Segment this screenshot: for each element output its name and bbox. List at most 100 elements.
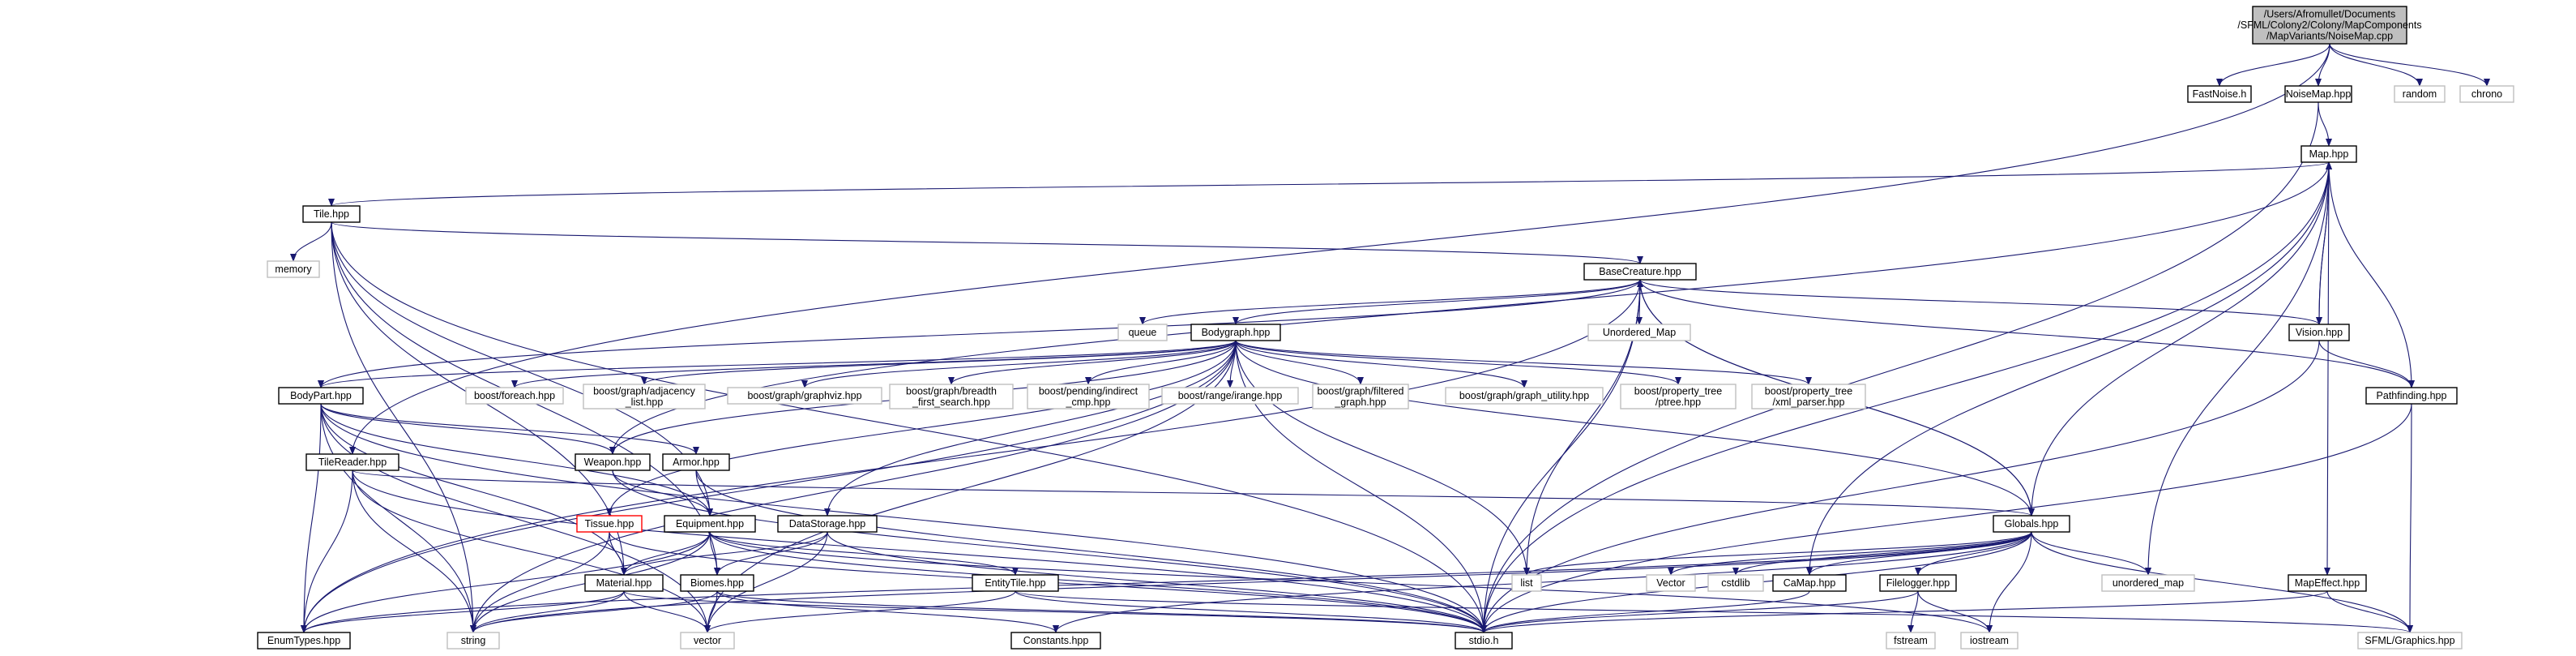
node-boost-graph-utility[interactable]: boost/graph/graph_utility.hpp — [1445, 387, 1604, 405]
node-boost-filtered[interactable]: boost/graph/filtered_graph.hpp — [1312, 384, 1409, 409]
node-fastnoise[interactable]: FastNoise.h — [2187, 85, 2252, 103]
edge-armor-to-equipment — [695, 469, 713, 517]
node-label: boost/property_tree — [1765, 385, 1852, 397]
node-enumtypes[interactable]: EnumTypes.hpp — [257, 632, 351, 650]
node-label: Biomes.hpp — [690, 577, 744, 589]
edge-tile_hpp-to-equipment — [331, 221, 713, 517]
node-tile-hpp[interactable]: Tile.hpp — [302, 205, 361, 223]
node-bodygraph[interactable]: Bodygraph.hpp — [1190, 324, 1281, 341]
node-boost-indirect[interactable]: boost/pending/indirect_cmp.hpp — [1027, 384, 1150, 409]
node-label: _list.hpp — [625, 397, 664, 408]
node-boost-foreach[interactable]: boost/foreach.hpp — [465, 387, 564, 405]
node-vector-cap[interactable]: Vector — [1646, 574, 1696, 592]
edge-datastorage-to-material — [621, 531, 828, 576]
node-cstdlib[interactable]: cstdlib — [1707, 574, 1764, 592]
node-queue[interactable]: queue — [1117, 324, 1168, 341]
node-box — [576, 515, 643, 533]
node-filelogger[interactable]: Filelogger.hpp — [1879, 574, 1957, 592]
node-list[interactable]: list — [1511, 574, 1542, 592]
node-boost-graphviz[interactable]: boost/graph/graphviz.hpp — [727, 387, 882, 405]
node-map-hpp[interactable]: Map.hpp — [2300, 145, 2357, 163]
node-memory[interactable]: memory — [267, 260, 320, 278]
node-chrono[interactable]: chrono — [2459, 85, 2514, 103]
node-boost-bfs[interactable]: boost/graph/breadth_first_search.hpp — [889, 384, 1014, 409]
node-label: BaseCreature.hpp — [1599, 266, 1681, 277]
node-unordered-map[interactable]: unordered_map — [2101, 574, 2195, 592]
edge-globals-to-unordered_map — [2031, 531, 2151, 576]
edge-basecreature-to-queue — [1139, 279, 1641, 325]
node-mapeffect[interactable]: MapEffect.hpp — [2288, 574, 2367, 592]
node-unordered-map-cap[interactable]: Unordered_Map — [1587, 324, 1691, 341]
node-random[interactable]: random — [2394, 85, 2446, 103]
node-noisemap-cpp[interactable]: /Users/Afromullet/Documents/SFML/Colony2… — [2237, 6, 2422, 45]
dependency-edges — [290, 43, 2490, 633]
node-bodypart[interactable]: BodyPart.hpp — [278, 387, 364, 405]
edge-globals-to-sfml_graphics — [2031, 531, 2413, 633]
edge-camap-to-map_hpp — [1809, 161, 2332, 576]
edge-noisemap_cpp-to-fastnoise — [2216, 43, 2330, 87]
edge-bodygraph-to-boost_indirect — [1085, 340, 1237, 385]
edge-tile_hpp-to-basecreature — [331, 221, 1643, 264]
node-label: boost/pending/indirect — [1039, 385, 1138, 397]
node-box — [2394, 85, 2446, 103]
edge-globals-to-iostream — [1986, 531, 2032, 633]
node-string[interactable]: string — [446, 632, 500, 650]
node-box — [2284, 85, 2352, 103]
edge-map_hpp-to-mapeffect — [2324, 161, 2331, 576]
node-tilereader[interactable]: TileReader.hpp — [305, 453, 399, 471]
node-vision[interactable]: Vision.hpp — [2288, 324, 2350, 341]
edge-vision-to-pathfinding — [2318, 340, 2415, 388]
node-biomes[interactable]: Biomes.hpp — [680, 574, 754, 592]
edge-material-to-enumtypes — [301, 590, 625, 633]
node-basecreature[interactable]: BaseCreature.hpp — [1583, 263, 1697, 281]
edge-bodygraph-to-boost_adjacency — [641, 340, 1237, 385]
node-label: boost/range/irange.hpp — [1178, 390, 1283, 401]
node-label: Map.hpp — [2309, 148, 2349, 160]
node-globals[interactable]: Globals.hpp — [1993, 515, 2070, 533]
node-armor[interactable]: Armor.hpp — [662, 453, 730, 471]
node-equipment[interactable]: Equipment.hpp — [664, 515, 756, 533]
node-label: random — [2403, 88, 2437, 100]
node-box — [1010, 632, 1101, 650]
node-label: Vision.hpp — [2296, 327, 2343, 338]
node-box — [1312, 384, 1409, 409]
node-entitytile[interactable]: EntityTile.hpp — [972, 574, 1059, 592]
edge-tile_hpp-to-string — [331, 221, 476, 633]
node-material[interactable]: Material.hpp — [584, 574, 664, 592]
node-label: boost/graph/graphviz.hpp — [747, 390, 861, 401]
node-box — [1772, 574, 1847, 592]
node-weapon[interactable]: Weapon.hpp — [575, 453, 651, 471]
node-tissue[interactable]: Tissue.hpp — [576, 515, 643, 533]
edge-pathfinding-to-stdio — [1480, 403, 2412, 633]
node-fstream[interactable]: fstream — [1886, 632, 1936, 650]
node-sfml-graphics[interactable]: SFML/Graphics.hpp — [2357, 632, 2463, 650]
node-boost-irange[interactable]: boost/range/irange.hpp — [1161, 387, 1299, 405]
node-pathfinding[interactable]: Pathfinding.hpp — [2365, 387, 2458, 405]
node-constants[interactable]: Constants.hpp — [1010, 632, 1101, 650]
edge-biomes-to-constants — [716, 590, 1059, 633]
node-camap[interactable]: CaMap.hpp — [1772, 574, 1847, 592]
edge-map_hpp-to-unordered_map — [2145, 161, 2330, 576]
node-box — [1445, 387, 1604, 405]
node-box — [2365, 387, 2458, 405]
node-datastorage[interactable]: DataStorage.hpp — [777, 515, 878, 533]
node-label: boost/foreach.hpp — [474, 390, 555, 401]
edge-bodygraph-to-list — [1235, 340, 1530, 576]
node-label: cstdlib — [1721, 577, 1749, 589]
edge-bodygraph-to-boost_graph_utility — [1235, 340, 1527, 388]
node-stdio[interactable]: stdio.h — [1455, 632, 1513, 650]
edge-bodygraph-to-boost_xml — [1235, 340, 1812, 385]
node-iostream[interactable]: iostream — [1960, 632, 2019, 650]
node-boost-adjacency[interactable]: boost/graph/adjacency_list.hpp — [583, 384, 706, 409]
edge-mapeffect-to-sfml_graphics — [2326, 590, 2413, 633]
node-noisemap-hpp[interactable]: NoiseMap.hpp — [2284, 85, 2352, 103]
edge-map_hpp-to-tile_hpp — [328, 161, 2330, 207]
edge-bodypart-to-equipment — [320, 403, 713, 517]
node-boost-ptree[interactable]: boost/property_tree/ptree.hpp — [1620, 384, 1737, 409]
edge-datastorage-to-vector — [704, 531, 828, 633]
node-label: /xml_parser.hpp — [1773, 397, 1845, 408]
node-vector[interactable]: vector — [680, 632, 735, 650]
node-boost-xml[interactable]: boost/property_tree/xml_parser.hpp — [1751, 384, 1866, 409]
edge-globals-to-map_hpp — [2031, 161, 2332, 517]
